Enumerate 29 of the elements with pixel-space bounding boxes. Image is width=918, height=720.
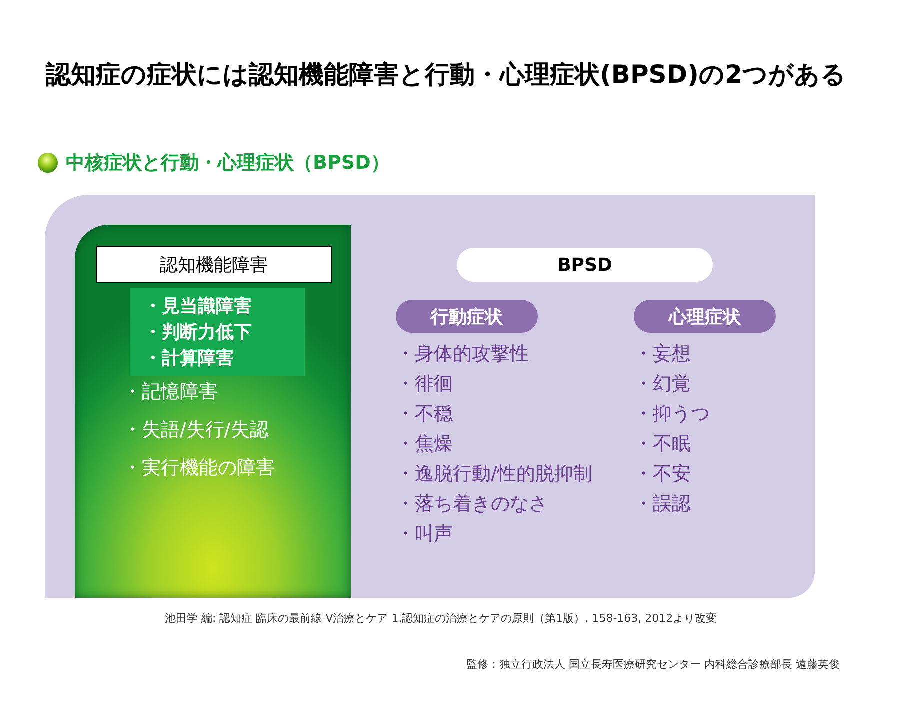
list-item: ・見当識障害	[144, 295, 252, 318]
list-item: ・実行機能の障害	[123, 456, 275, 481]
list-item: ・計算障害	[144, 347, 234, 370]
list-item: ・妄想	[634, 342, 691, 367]
credit-text: 監修：独立行政法人 国立長寿医療研究センター 内科総合診療部長 遠藤英俊	[466, 657, 840, 672]
list-item: ・逸脱行動/性的脱抑制	[396, 462, 592, 487]
title: 認知症の症状には認知機能障害と行動・心理症状(BPSD)の2つがある	[46, 59, 846, 91]
category-pill: 心理症状	[634, 300, 776, 333]
list-item: ・抑うつ	[634, 402, 710, 427]
list-item: ・不安	[634, 462, 691, 487]
category-panel	[75, 225, 351, 598]
list-item: ・不眠	[634, 432, 691, 457]
list-item: ・判断力低下	[144, 321, 252, 344]
list-item: ・幻覚	[634, 372, 691, 397]
list-item: ・落ち着きのなさ	[396, 492, 548, 517]
section-heading: 中核症状と行動・心理症状（BPSD）	[66, 151, 390, 176]
list-item: ・記憶障害	[123, 380, 218, 405]
list-item: ・焦燥	[396, 432, 453, 457]
highlight-panel	[130, 288, 305, 376]
list-item: ・叫声	[396, 522, 453, 547]
category-pill: 行動症状	[396, 300, 538, 333]
header-pill: BPSD	[457, 248, 713, 282]
list-item: ・徘徊	[396, 372, 453, 397]
citation-text: 池田学 編: 認知症 臨床の最前線 Ⅴ治療とケア 1.認知症の治療とケアの原則（第1版）. 158-163, 2012より改変	[165, 611, 718, 626]
list-item: ・失語/失行/失認	[123, 418, 269, 443]
list-item: ・身体的攻撃性	[396, 342, 529, 367]
list-item: ・誤認	[634, 492, 691, 517]
category-heading: 認知機能障害	[96, 246, 332, 283]
list-item: ・不穏	[396, 402, 453, 427]
